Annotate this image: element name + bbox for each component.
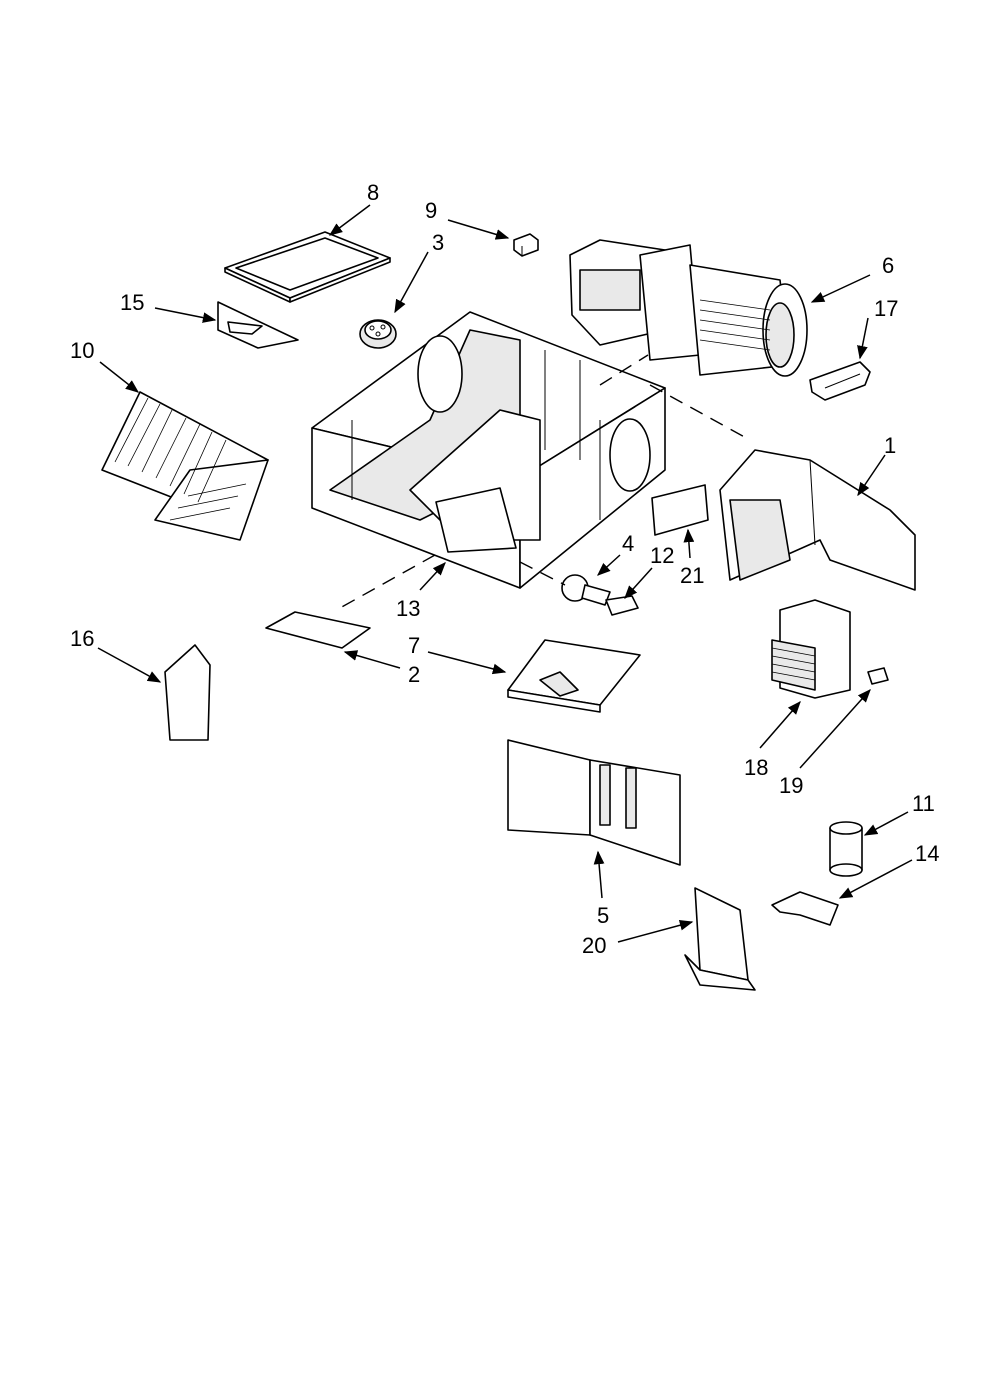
callout-16: 16: [70, 626, 95, 651]
part-1-duct: [719, 449, 916, 591]
callout-17: 17: [874, 296, 899, 321]
callout-20: 20: [582, 933, 607, 958]
callout-6: 6: [882, 253, 895, 278]
part-2-cover: [265, 611, 371, 649]
part-16-panel: [164, 644, 211, 741]
part-15-label: [217, 301, 299, 349]
callout-4: 4: [622, 531, 635, 556]
callout-13: 13: [396, 596, 421, 621]
callout-21: 21: [680, 563, 705, 588]
callout-10: 10: [70, 338, 95, 363]
callout-leader-lines: [97, 204, 913, 943]
callout-11: 11: [912, 791, 935, 816]
part-8-filter: [224, 231, 391, 303]
callout-18: 18: [744, 755, 769, 780]
callout-3: 3: [432, 230, 445, 255]
part-6-blower: [569, 239, 808, 377]
part-11-capacitor: [829, 821, 863, 877]
part-7-tray: [507, 639, 641, 713]
part-9-connector: [513, 233, 539, 257]
part-17-bracket: [809, 361, 871, 401]
part-21-plate: [651, 484, 709, 536]
callout-8: 8: [367, 180, 380, 205]
callout-14: 14: [915, 841, 940, 866]
callout-5: 5: [597, 903, 610, 928]
part-19-fuse: [867, 667, 889, 685]
callout-15: 15: [120, 290, 145, 315]
part-18-transformer: [771, 599, 851, 699]
part-20-guide: [684, 887, 756, 991]
part-10-grille: [101, 391, 269, 541]
part-4-lamp: [561, 574, 611, 606]
callout-12: 12: [650, 543, 675, 568]
part-12-socket: [605, 595, 639, 616]
callout-7: 7: [408, 633, 421, 658]
assembly-dashed-lines: [339, 354, 751, 609]
callout-1: 1: [884, 433, 897, 458]
part-14-bracket: [771, 891, 839, 926]
part-3-switch: [359, 319, 397, 349]
callout-2: 2: [408, 662, 421, 687]
part-13-chassis: [311, 311, 666, 589]
callout-19: 19: [779, 773, 804, 798]
part-5-shield: [507, 739, 681, 866]
callout-9: 9: [425, 198, 438, 223]
